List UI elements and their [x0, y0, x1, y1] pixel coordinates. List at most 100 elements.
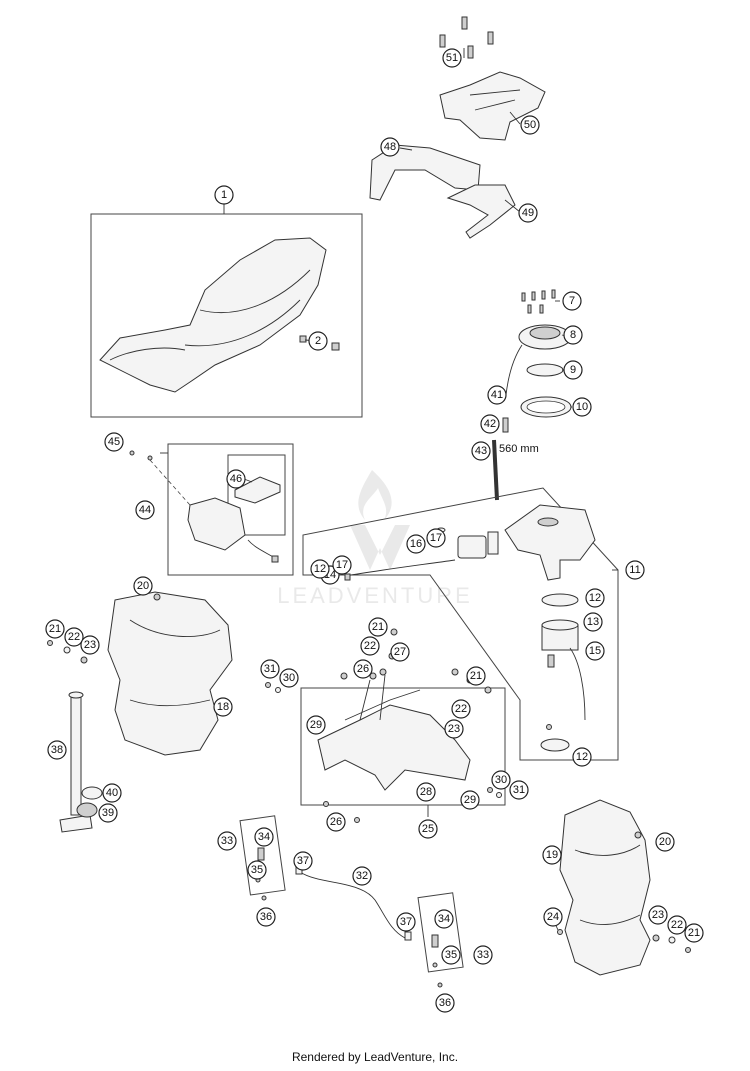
- svg-text:24: 24: [547, 911, 559, 923]
- callout-50: 50: [520, 115, 540, 135]
- svg-text:22: 22: [455, 703, 467, 715]
- callout-35-b: 35: [441, 945, 461, 965]
- filler-tube: [70, 694, 82, 816]
- svg-text:16: 16: [410, 538, 422, 550]
- seat-clip-2: [331, 342, 340, 351]
- svg-text:50: 50: [524, 119, 536, 131]
- tank-mounting-frame: [317, 704, 471, 791]
- callout-34-a: 34: [254, 827, 274, 847]
- svg-text:10: 10: [576, 401, 588, 413]
- footer-credit: Rendered by LeadVenture, Inc.: [291, 1050, 459, 1064]
- callout-23-c: 23: [648, 905, 668, 925]
- fuel-hose: [344, 559, 456, 577]
- svg-text:39: 39: [102, 807, 114, 819]
- hose-clamp-lower: [540, 738, 570, 752]
- tank-frame-assembly-frame: [300, 687, 506, 806]
- svg-text:28: 28: [420, 786, 432, 798]
- sensor-bracket-left: [239, 815, 286, 896]
- svg-text:7: 7: [569, 295, 575, 307]
- callout-28: 28: [416, 782, 436, 802]
- callout-1: 1: [214, 185, 234, 205]
- callout-32: 32: [352, 866, 372, 886]
- svg-text:36: 36: [439, 997, 451, 1009]
- svg-text:38: 38: [51, 744, 63, 756]
- callout-31-a: 31: [260, 659, 280, 679]
- filler-cap: [81, 786, 103, 800]
- callout-36-b: 36: [435, 993, 455, 1013]
- svg-text:43: 43: [475, 445, 487, 457]
- callout-7: 7: [562, 291, 582, 311]
- hose-length-label: 560 mm: [499, 443, 539, 455]
- callout-36-a: 36: [256, 907, 276, 927]
- svg-text:25: 25: [422, 823, 434, 835]
- svg-text:22: 22: [68, 631, 80, 643]
- carrier-handle-left: [369, 144, 481, 201]
- callout-26-b: 26: [326, 812, 346, 832]
- callout-20-a: 20: [133, 576, 153, 596]
- svg-text:27: 27: [394, 646, 406, 658]
- callout-51: 51: [442, 48, 462, 68]
- seat: [99, 237, 327, 393]
- filler-gasket: [76, 802, 98, 818]
- battery-pad: [234, 476, 281, 504]
- svg-text:45: 45: [108, 436, 120, 448]
- svg-text:22: 22: [671, 919, 683, 931]
- battery-assembly-frame: [167, 443, 294, 576]
- callout-30-a: 30: [279, 668, 299, 688]
- svg-text:35: 35: [251, 864, 263, 876]
- callout-11: 11: [625, 560, 645, 580]
- callout-17-b: 17: [332, 555, 352, 575]
- svg-text:44: 44: [139, 504, 151, 516]
- callout-21-c: 21: [466, 666, 486, 686]
- svg-text:13: 13: [587, 616, 599, 628]
- svg-text:9: 9: [570, 364, 576, 376]
- svg-text:17: 17: [336, 559, 348, 571]
- callout-23-a: 23: [80, 635, 100, 655]
- leadventure-watermark: LEADVENTURE: [277, 470, 470, 608]
- callout-2: 2: [308, 331, 328, 351]
- callout-12-c: 12: [310, 559, 330, 579]
- callout-37-a: 37: [293, 851, 313, 871]
- callout-8: 8: [563, 325, 583, 345]
- callout-30-b: 30: [491, 770, 511, 790]
- svg-text:22: 22: [364, 640, 376, 652]
- fuel-cap-screws: [521, 289, 556, 314]
- carrier-handle-right: [446, 184, 516, 239]
- callout-17-a: 17: [426, 528, 446, 548]
- callout-26-a: 26: [353, 659, 373, 679]
- callout-33-a: 33: [217, 831, 237, 851]
- callout-37-b: 37: [396, 912, 416, 932]
- callout-12-a: 12: [585, 588, 605, 608]
- svg-text:34: 34: [258, 831, 270, 843]
- callout-25: 25: [418, 819, 438, 839]
- callout-23-b: 23: [444, 719, 464, 739]
- svg-text:12: 12: [314, 563, 326, 575]
- svg-text:33: 33: [477, 949, 489, 961]
- fuel-tank-left: [107, 591, 233, 756]
- svg-text:29: 29: [310, 719, 322, 731]
- hose-clip: [502, 417, 509, 433]
- fuel-pump-clamp: [541, 593, 579, 607]
- svg-text:35: 35: [445, 949, 457, 961]
- fuel-tank-right: [559, 799, 651, 976]
- svg-text:12: 12: [589, 592, 601, 604]
- tank-return-hose: [569, 647, 586, 721]
- callout-16: 16: [406, 534, 426, 554]
- callout-21-a: 21: [45, 619, 65, 639]
- fuel-cap-seal: [526, 363, 564, 377]
- callout-44: 44: [135, 500, 155, 520]
- callout-29-a: 29: [306, 715, 326, 735]
- svg-text:21: 21: [470, 670, 482, 682]
- svg-text:23: 23: [84, 639, 96, 651]
- svg-text:30: 30: [283, 672, 295, 684]
- svg-text:46: 46: [230, 473, 242, 485]
- fuel-filter: [457, 535, 487, 559]
- svg-text:26: 26: [357, 663, 369, 675]
- callout-39: 39: [98, 803, 118, 823]
- callout-48: 48: [380, 137, 400, 157]
- callout-33-b: 33: [473, 945, 493, 965]
- callout-31-b: 31: [509, 780, 529, 800]
- svg-text:37: 37: [297, 855, 309, 867]
- svg-text:31: 31: [513, 784, 525, 796]
